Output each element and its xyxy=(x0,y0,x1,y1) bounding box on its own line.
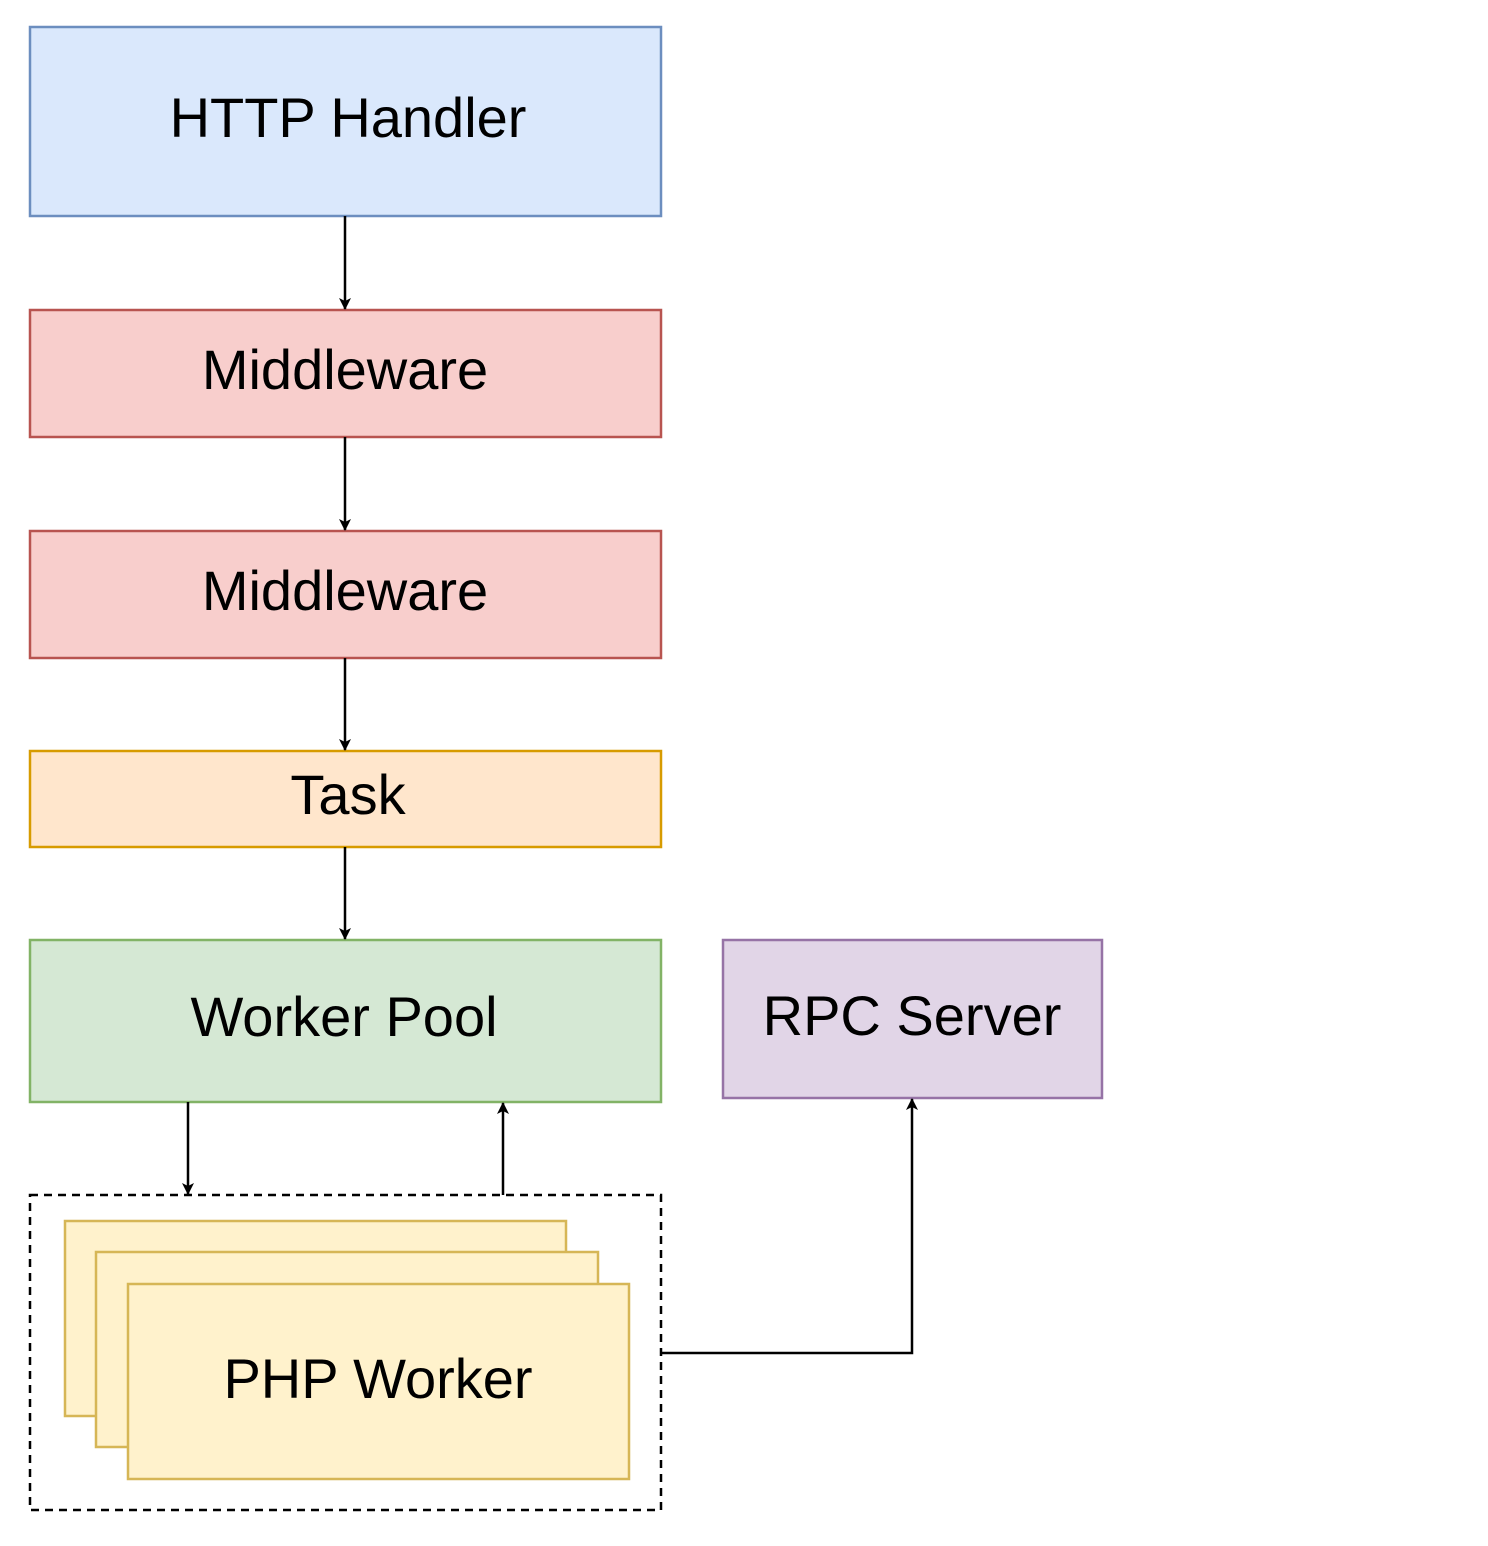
arrow-php-worker-to-rpc-server xyxy=(661,1098,918,1355)
php-worker-group: PHP Worker xyxy=(28,1193,663,1512)
http-handler-box xyxy=(28,25,663,218)
php-worker-card-front xyxy=(126,1282,631,1481)
rpc-server-node: RPC Server xyxy=(721,938,1104,1100)
middleware-node-2: Middleware xyxy=(28,529,663,660)
middleware-node-1: Middleware xyxy=(28,308,663,439)
middleware-box-1 xyxy=(28,308,663,439)
worker-pool-label: Worker Pool xyxy=(190,985,497,1048)
connectors xyxy=(182,216,918,1355)
task-node: Task xyxy=(28,749,663,849)
rpc-server-label: RPC Server xyxy=(763,984,1062,1047)
worker-pool-box xyxy=(28,938,663,1104)
http-handler-label: HTTP Handler xyxy=(170,86,527,149)
middleware-box-2 xyxy=(28,529,663,660)
http-handler-node: HTTP Handler xyxy=(28,25,663,218)
task-box xyxy=(28,749,663,849)
rpc-server-box xyxy=(721,938,1104,1100)
middleware-label-2: Middleware xyxy=(202,559,488,622)
worker-pool-node: Worker Pool xyxy=(28,938,663,1104)
php-worker-label: PHP Worker xyxy=(223,1347,532,1410)
task-label: Task xyxy=(290,763,406,826)
middleware-label-1: Middleware xyxy=(202,338,488,401)
